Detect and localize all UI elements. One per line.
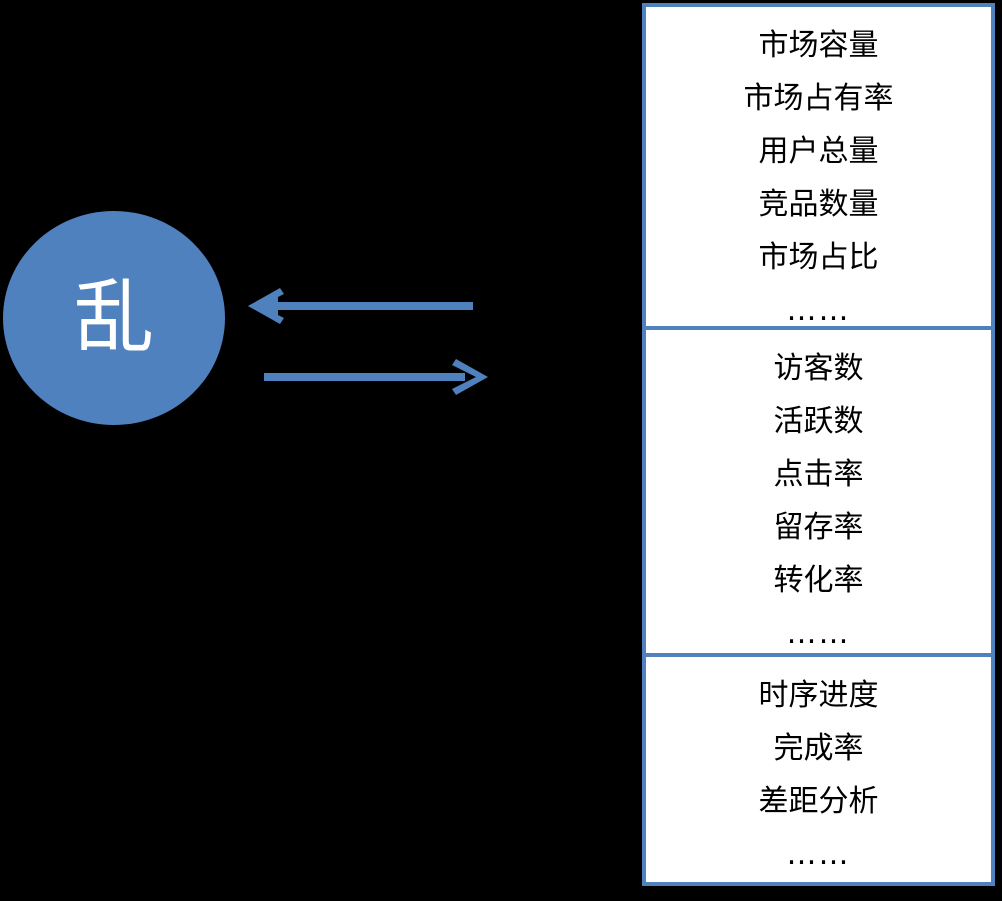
metric-panel-stack: 市场容量 市场占有率 用户总量 竞品数量 市场占比 …… 访客数 活跃数 点击率… [642, 3, 995, 886]
panel-item: 访客数 [773, 351, 864, 386]
panel-item: 时序进度 [758, 678, 879, 713]
arrow-group [248, 288, 488, 395]
concept-circle-label: 乱 [74, 271, 154, 364]
panel-item: 点击率 [773, 457, 864, 492]
panel-ellipsis: …… [786, 616, 851, 651]
arrow-right-icon [264, 359, 488, 395]
panel-item: 市场容量 [758, 28, 879, 63]
panel-market-metrics: 市场容量 市场占有率 用户总量 竞品数量 市场占比 …… [642, 3, 995, 330]
panel-ellipsis: …… [786, 837, 851, 872]
panel-item: 市场占比 [758, 240, 879, 275]
panel-item: 完成率 [773, 731, 864, 766]
panel-item: 市场占有率 [743, 81, 894, 116]
panel-item: 竞品数量 [758, 187, 879, 222]
panel-progress-metrics: 时序进度 完成率 差距分析 …… [642, 657, 995, 886]
panel-item: 转化率 [773, 563, 864, 598]
panel-traffic-metrics: 访客数 活跃数 点击率 留存率 转化率 …… [642, 330, 995, 657]
panel-item: 活跃数 [773, 404, 864, 439]
panel-item: 差距分析 [758, 784, 879, 819]
panel-item: 留存率 [773, 510, 864, 545]
arrow-left-icon [248, 288, 473, 324]
panel-item: 用户总量 [758, 134, 879, 169]
concept-circle: 乱 [3, 211, 225, 425]
panel-ellipsis: …… [786, 293, 851, 328]
